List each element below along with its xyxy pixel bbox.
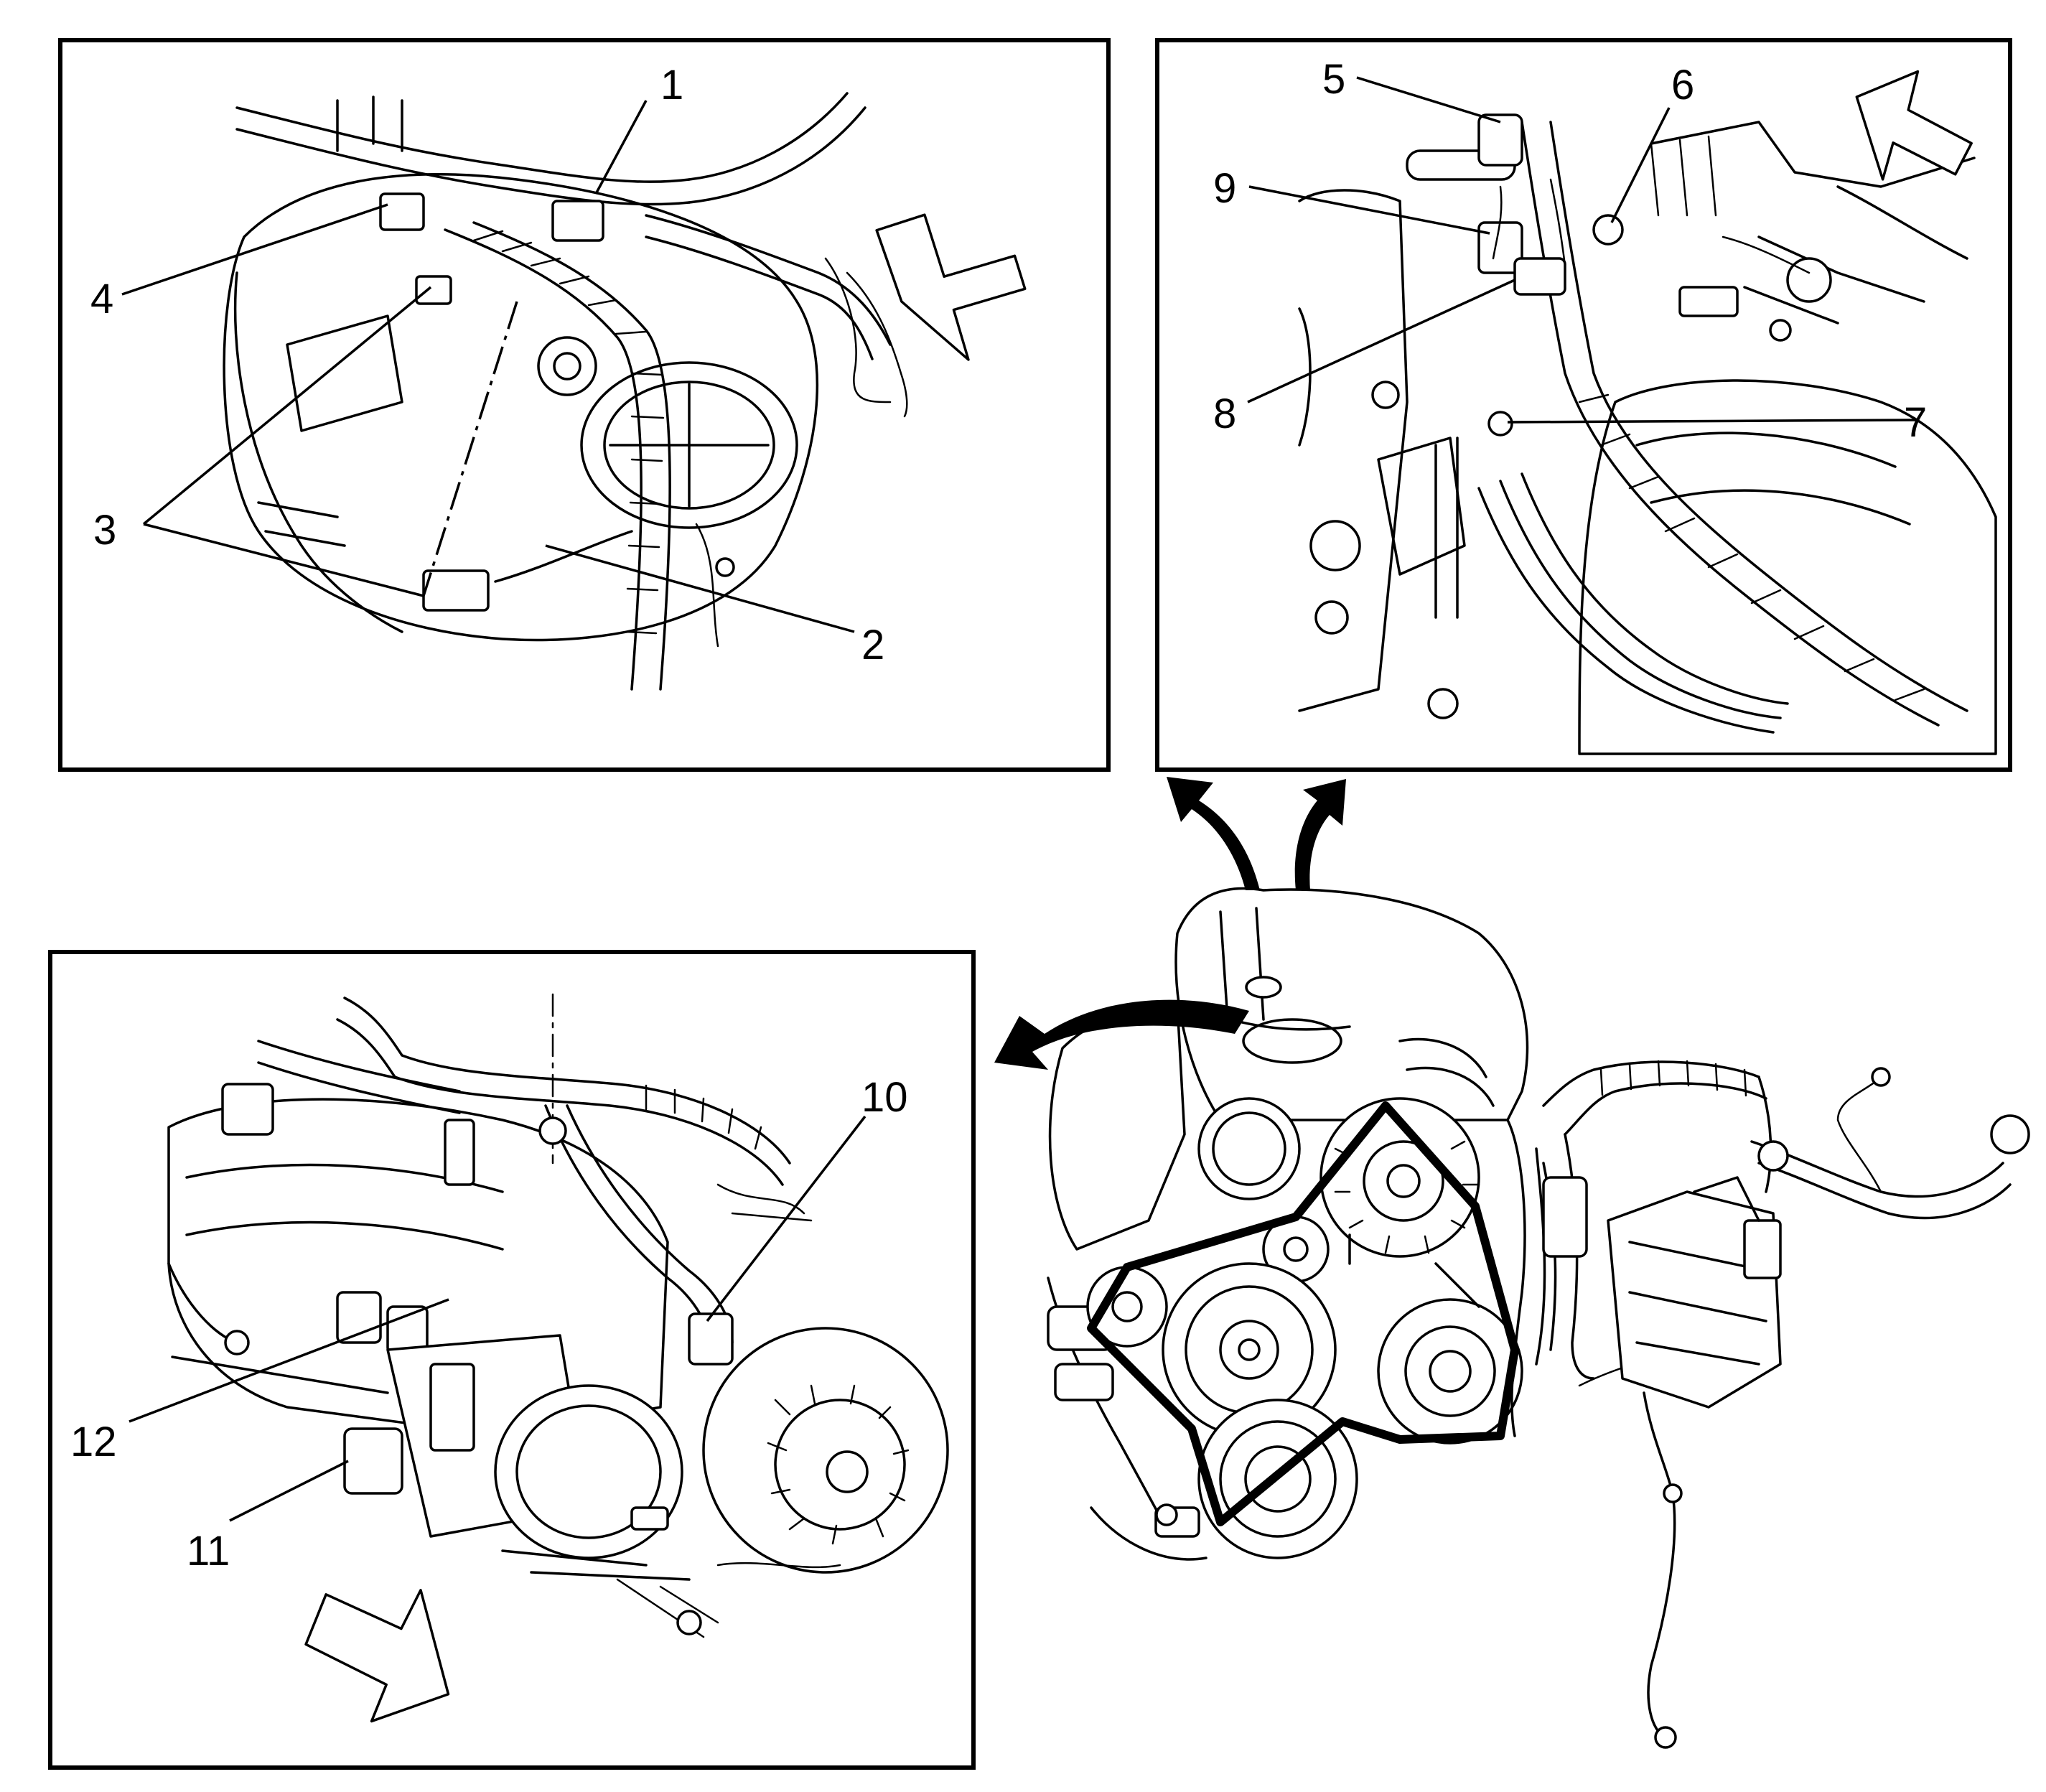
panel-top-right: 5 6 7 8 9	[1155, 38, 2012, 772]
arrow-icon-top-right	[1855, 70, 1973, 181]
callout-2: 2	[861, 622, 884, 668]
curved-arrow-icon-up-left	[1167, 777, 1260, 890]
panel-bottom-left-artwork	[167, 993, 949, 1638]
leader-5	[1356, 76, 1501, 123]
leader-1	[594, 100, 648, 195]
panel-bottom-left-frame	[48, 950, 976, 1770]
callout-3: 3	[93, 507, 116, 554]
leader-3a	[142, 286, 432, 526]
leader-6	[1610, 107, 1671, 223]
panel-top-left: 1 2 3 4	[58, 38, 1111, 772]
callout-12: 12	[70, 1419, 117, 1465]
leader-3b	[143, 523, 424, 597]
main-engine-view	[994, 777, 2030, 1749]
callout-9: 9	[1213, 165, 1236, 212]
leader-12	[129, 1298, 449, 1423]
leader-11	[229, 1460, 349, 1522]
arrow-icon-top-left	[875, 213, 1027, 361]
leader-4	[121, 203, 388, 296]
leader-3-dashed	[422, 301, 518, 597]
panel-top-right-frame	[1155, 38, 2012, 772]
leader-9	[1248, 185, 1490, 235]
callout-8: 8	[1213, 391, 1236, 437]
callout-11: 11	[187, 1528, 230, 1574]
panel-bottom-left: 10 11 12	[48, 950, 976, 1770]
leader-10	[706, 1115, 866, 1322]
callout-10: 10	[861, 1074, 908, 1121]
panel-top-right-artwork	[1298, 113, 1997, 755]
panel-top-left-frame	[58, 38, 1111, 772]
callout-4: 4	[90, 276, 113, 322]
curved-arrow-icon-left	[994, 999, 1249, 1070]
leader-8	[1247, 279, 1515, 403]
panel-top-left-artwork	[223, 92, 908, 691]
curved-arrow-icon-up-right	[1294, 779, 1346, 890]
arrow-icon-bottom-left	[304, 1589, 450, 1723]
callout-5: 5	[1322, 56, 1345, 103]
callout-1: 1	[660, 62, 683, 108]
leader-7	[1507, 419, 1917, 424]
callout-6: 6	[1671, 62, 1694, 108]
leader-2	[545, 544, 855, 633]
callout-7: 7	[1904, 399, 1927, 446]
